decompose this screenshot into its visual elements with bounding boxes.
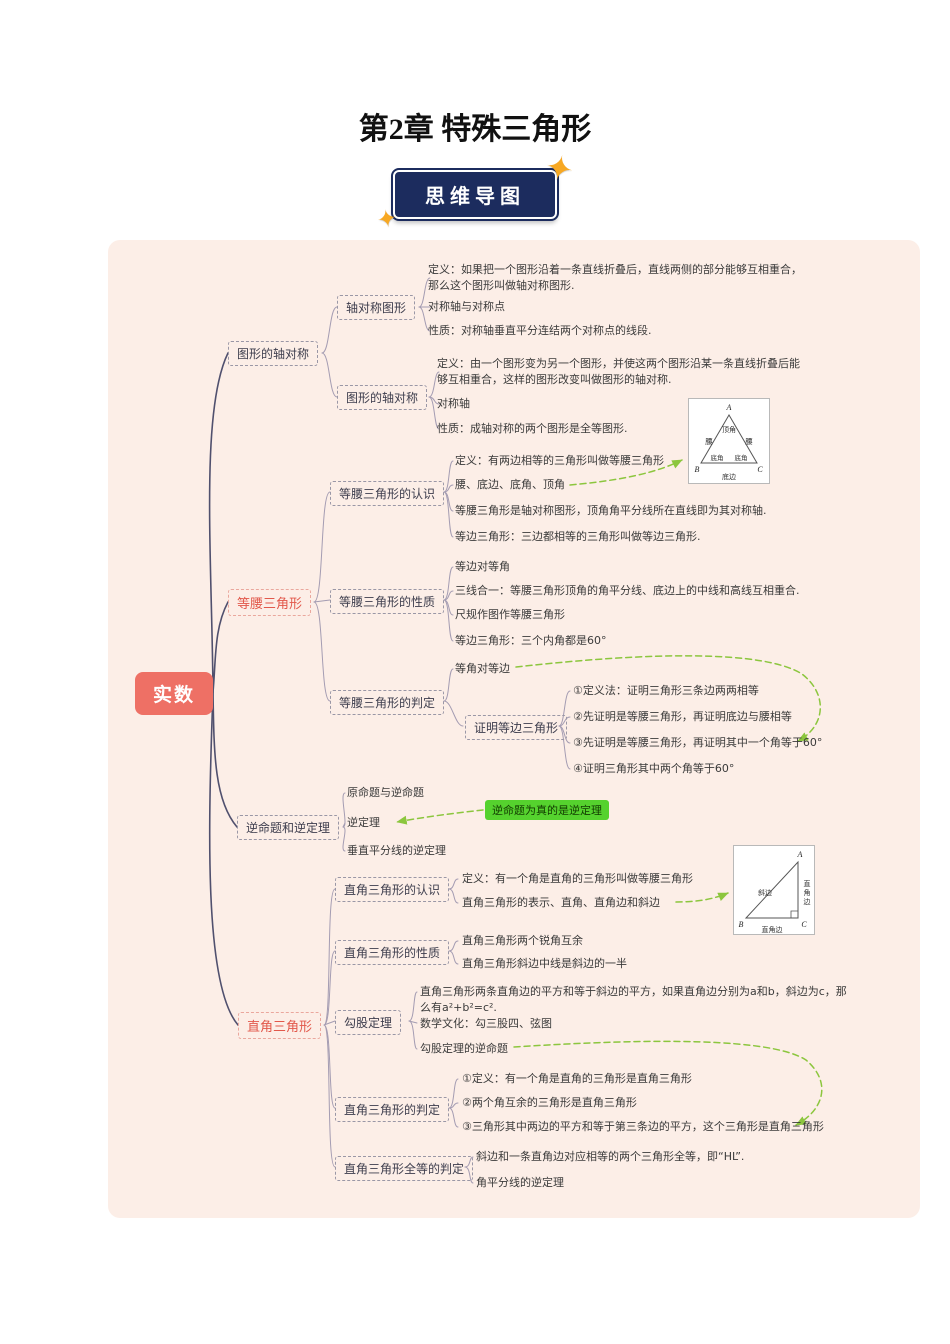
isosceles-triangle-shape [700,414,758,464]
leaf-iso-prop-2: 三线合一：等腰三角形顶角的角平分线、底边上的中线和高线互相重合. [455,584,800,597]
isosceles-triangle-diagram: A 顶角 腰 腰 底角 底角 B C 底边 [688,398,770,484]
vertex-c-label: C [801,920,807,929]
leaf-axial-figure-property: 性质：对称轴垂直平分连结两个对称点的线段. [428,324,652,337]
vertex-a-label: A [797,850,803,859]
branch-isosceles-triangle: 等腰三角形 [228,589,312,616]
node-right-congruence: 直角三角形全等的判定 [335,1156,474,1181]
right-angle-mark [790,910,798,918]
leaf-pythagoras-def1: 直角三角形两条直角边的平方和等于斜边的平方，如果直角边分别为a和b，斜边为c，那 [420,985,847,998]
leaf-math-culture: 数学文化：勾三股四、弦图 [420,1017,552,1030]
node-right-cognition: 直角三角形的认识 [335,877,450,902]
right-triangle-shape [744,860,799,919]
right-triangle-diagram: A B C 斜边 直 角 边 直角边 [733,845,815,935]
node-isosceles-property: 等腰三角形的性质 [330,589,445,614]
green-note-converse-theorem: 逆命题为真的是逆定理 [485,800,609,820]
vertex-b-label: B [739,920,744,929]
leaf-prove-method-2: ②先证明是等腰三角形，再证明底边与腰相等 [573,710,792,723]
left-base-angle-label: 底角 [711,453,724,462]
leaf-converse-1: 原命题与逆命题 [347,786,424,799]
node-axial-transform: 图形的轴对称 [337,385,428,410]
leaf-iso-prop-4: 等边三角形：三个内角都是60° [455,634,607,647]
leaf-converse-3: 垂直平分线的逆定理 [347,844,446,857]
leaf-angle-bisector-converse: 角平分线的逆定理 [476,1176,564,1189]
star-icon: ✦ [540,146,577,192]
leaf-axis: 对称轴 [437,397,470,410]
node-pythagoras: 勾股定理 [335,1010,402,1035]
leaf-axial-transform-property: 性质：成轴对称的两个图形是全等图形. [437,422,628,435]
page-title: 第2章 特殊三角形 [358,113,592,146]
leaf-iso-prop-1: 等边对等角 [455,560,510,573]
node-prove-equilateral: 证明等边三角形 [465,715,568,740]
leaf-hl-congruence: 斜边和一条直角边对应相等的两个三角形全等，即“HL”. [476,1150,745,1163]
leaf-axial-transform-def1: 定义：由一个图形变为另一个图形，并使这两个图形沿某一条直线折叠后能 [437,357,800,370]
leaf-iso-definition: 定义：有两边相等的三角形叫做等腰三角形 [455,454,664,467]
leaf-iso-parts: 腰、底边、底角、顶角 [455,478,565,491]
star-icon: ✦ [374,203,400,235]
leaf-right-judge-2: ②两个角互余的三角形是直角三角形 [462,1096,637,1109]
vertex-c-label: C [757,465,763,474]
root-node: 实数 [135,672,214,715]
leaf-pythagoras-converse: 勾股定理的逆命题 [420,1042,508,1055]
apex-angle-label: 顶角 [722,425,736,434]
node-axial-figure: 轴对称图形 [337,295,416,320]
leaf-right-judge-3: ③三角形其中两边的平方和等于第三条边的平方，这个三角形是直角三角形 [462,1120,824,1133]
vertical-leg-label-1: 直 [804,879,811,888]
badge-label: 思维导图 [391,168,559,221]
leaf-axial-transform-def2: 够互相重合，这样的图形改变叫做图形的轴对称. [437,373,672,386]
right-base-angle-label: 底角 [735,453,748,462]
vertex-a-label: A [726,403,732,412]
leaf-right-representation: 直角三角形的表示、直角、直角边和斜边 [462,896,660,909]
mindmap-badge: ✦ ✦ 思维导图 [375,146,577,234]
leaf-axis-and-points: 对称轴与对称点 [428,300,505,313]
leaf-prove-method-3: ③先证明是等腰三角形，再证明其中一个角等于60° [573,736,823,749]
leaf-prove-method-1: ①定义法：证明三角形三条边两两相等 [573,684,759,697]
leaf-equilateral-def: 等边三角形：三边都相等的三角形叫做等边三角形. [455,530,701,543]
hypotenuse-label: 斜边 [758,888,772,897]
vertical-leg-label-3: 边 [804,897,811,906]
vertex-b-label: B [695,465,700,474]
leaf-iso-judge-1: 等角对等边 [455,662,510,675]
branch-axial-symmetry: 图形的轴对称 [228,341,319,366]
vertical-leg-label-2: 角 [804,888,811,897]
leaf-pythagoras-def2: 么有a²+b²=c². [420,1001,497,1014]
leaf-converse-2: 逆定理 [347,816,380,829]
leaf-axial-figure-def2: 那么这个图形叫做轴对称图形. [428,279,575,292]
left-leg-label: 腰 [705,437,713,446]
branch-converse: 逆命题和逆定理 [237,815,340,840]
leaf-right-prop-1: 直角三角形两个锐角互余 [462,934,583,947]
leaf-iso-symmetry: 等腰三角形是轴对称图形，顶角角平分线所在直线即为其对称轴. [455,504,767,517]
leaf-prove-method-4: ④证明三角形其中两个角等于60° [573,762,735,775]
branch-right-triangle: 直角三角形 [238,1012,322,1039]
bottom-leg-label: 直角边 [762,925,783,934]
node-right-property: 直角三角形的性质 [335,940,450,965]
leaf-right-judge-1: ①定义：有一个角是直角的三角形是直角三角形 [462,1072,692,1085]
node-isosceles-judgement: 等腰三角形的判定 [330,690,445,715]
leaf-axial-figure-def1: 定义：如果把一个图形沿着一条直线折叠后，直线两侧的部分能够互相重合， [428,263,802,276]
base-label: 底边 [722,472,736,481]
leaf-right-prop-2: 直角三角形斜边中线是斜边的一半 [462,957,627,970]
leaf-iso-prop-3: 尺规作图作等腰三角形 [455,608,565,621]
leaf-right-definition: 定义：有一个角是直角的三角形叫做等腰三角形 [462,872,693,885]
node-isosceles-cognition: 等腰三角形的认识 [330,481,445,506]
node-right-judgement: 直角三角形的判定 [335,1097,450,1122]
right-leg-label: 腰 [745,437,753,446]
